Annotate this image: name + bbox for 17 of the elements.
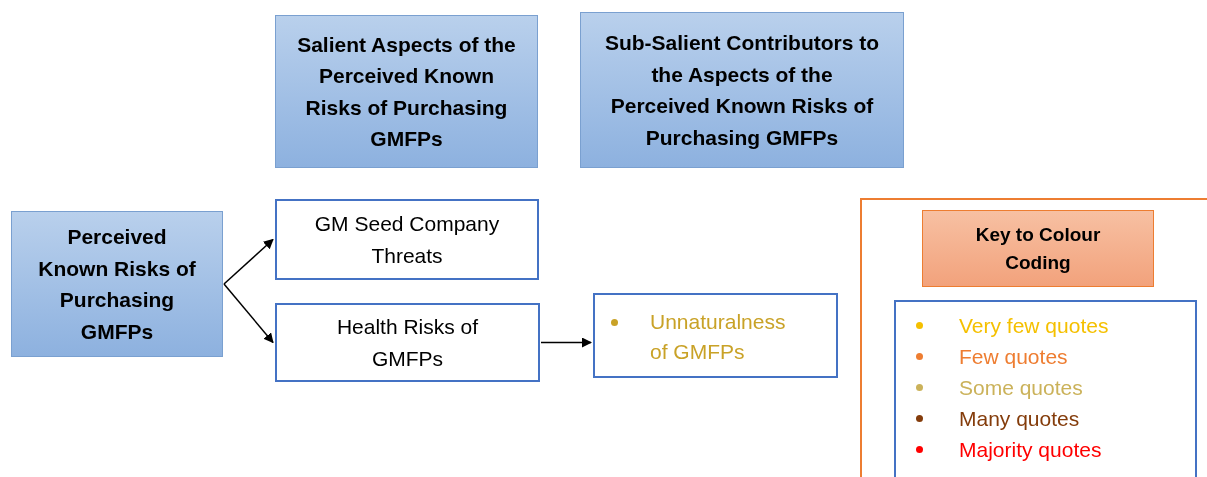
legend-label: Few quotes	[959, 344, 1068, 370]
legend-label: Very few quotes	[959, 313, 1109, 339]
arrow	[540, 337, 592, 348]
legend-label: Some quotes	[959, 375, 1083, 401]
process-box	[593, 293, 838, 378]
legend-frame	[860, 198, 1207, 477]
arrow	[223, 238, 274, 285]
bullet-item: Unnaturalness of GMFPs	[611, 307, 800, 368]
legend-label: Many quotes	[959, 406, 1080, 432]
process-box: Health Risks of GMFPs	[275, 303, 540, 382]
process-box: GM Seed Company Threats	[275, 199, 539, 280]
legend-title-box: Key to Colour Coding	[922, 210, 1154, 287]
arrow	[223, 283, 274, 344]
column-header-box: Salient Aspects of the Perceived Known Risks of Purchasing GMFPs	[275, 15, 538, 168]
root-box: Perceived Known Risks of Purchasing GMFPs	[11, 211, 223, 357]
column-header-box: Sub-Salient Contributors to the Aspects of the Perceived Known Risks of Purchasing GMFPs	[580, 12, 904, 168]
legend-label: Majority quotes	[959, 437, 1102, 463]
